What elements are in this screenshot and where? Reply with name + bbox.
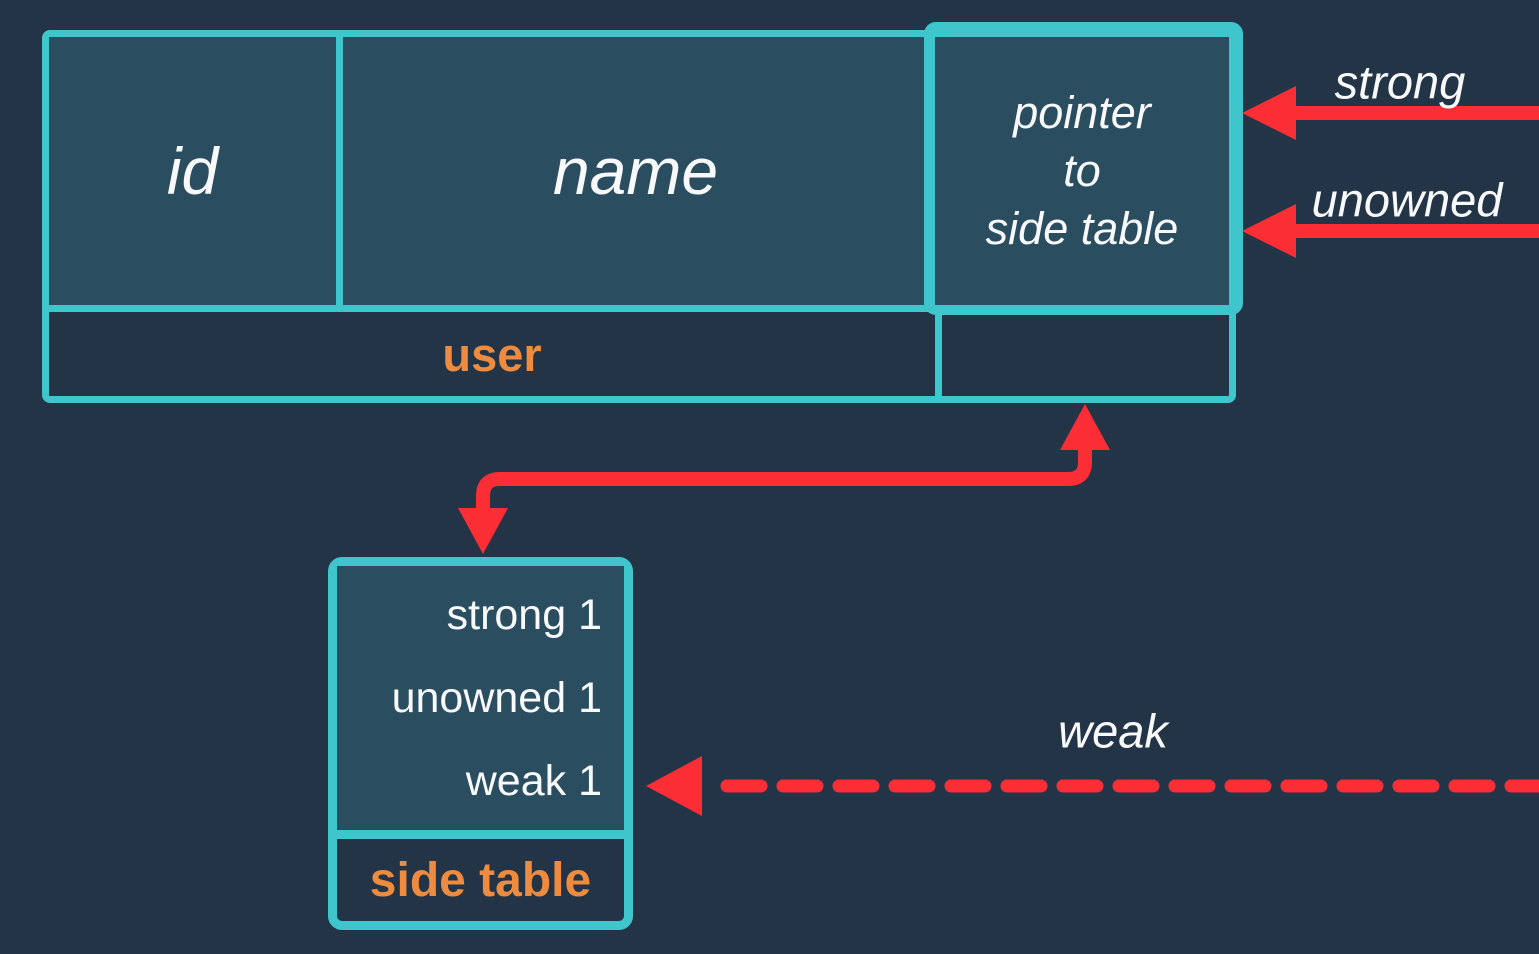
field-label-pointer: pointer to side table — [986, 84, 1179, 258]
field-cell-id: id — [49, 37, 343, 305]
pointer-footer-slot — [935, 305, 1229, 396]
weak-arrow — [646, 756, 1539, 816]
user-table-caption: user — [49, 305, 935, 396]
unowned-arrow-label: unowned — [1311, 173, 1503, 227]
count-row-unowned: unowned 1 — [391, 674, 602, 722]
object-sidetable-arrow — [458, 404, 1110, 554]
field-label-id: id — [166, 134, 219, 208]
field-cell-pointer-to-side-table: pointer to side table — [935, 37, 1229, 305]
pointer-line-3: side table — [985, 203, 1179, 254]
unowned-arrowhead-icon — [1242, 204, 1296, 258]
pointer-line-2: to — [1063, 145, 1101, 196]
weak-arrow-label: weak — [1058, 704, 1168, 758]
pointer-line-1: pointer — [1013, 87, 1151, 138]
strong-arrow-label: strong — [1334, 55, 1466, 109]
side-table: strong 1 unowned 1 weak 1 side table — [328, 557, 633, 930]
down-arrowhead-icon — [458, 508, 508, 554]
field-label-name: name — [552, 134, 719, 208]
weak-arrowhead-icon — [646, 756, 702, 816]
strong-arrowhead-icon — [1242, 86, 1296, 140]
count-row-strong: strong 1 — [446, 591, 602, 639]
user-object-table: id name pointer to side table user — [42, 30, 1236, 403]
side-table-caption: side table — [369, 853, 592, 907]
count-row-weak: weak 1 — [465, 757, 602, 805]
up-arrowhead-icon — [1060, 404, 1110, 450]
field-cell-name: name — [343, 37, 935, 305]
side-table-counts: strong 1 unowned 1 weak 1 — [337, 566, 624, 839]
